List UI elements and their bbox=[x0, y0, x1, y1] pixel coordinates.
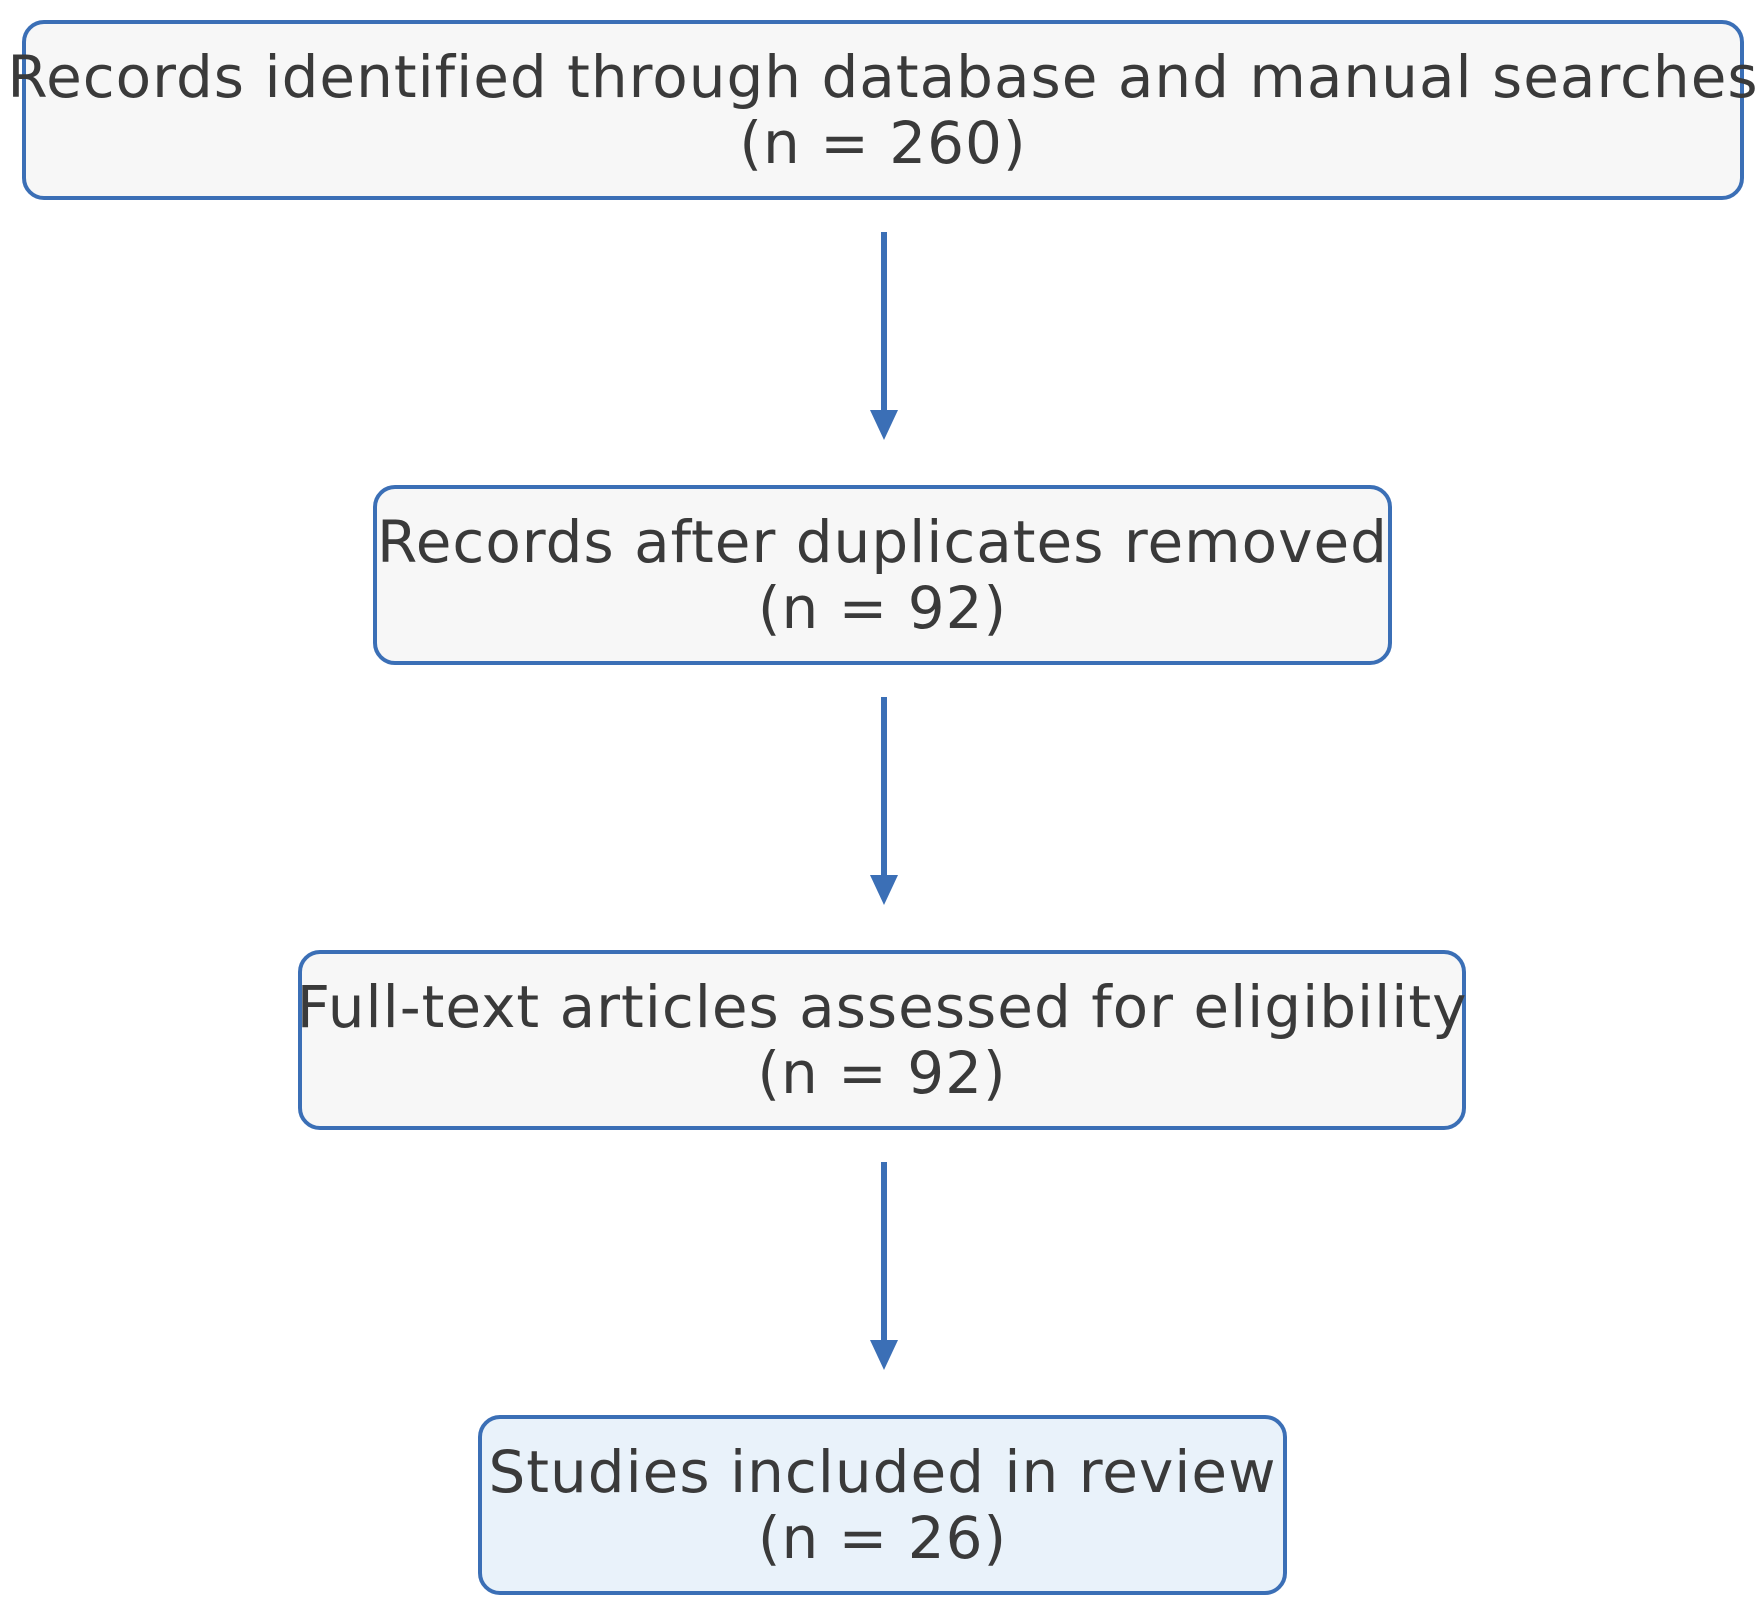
down-arrow-icon bbox=[870, 1162, 898, 1370]
down-arrow-icon bbox=[870, 697, 898, 905]
step-deduplicated-count: (n = 92) bbox=[757, 574, 1008, 642]
step-included-label: Studies included in review bbox=[488, 1438, 1277, 1506]
step-identified-box: Records identified through database and … bbox=[7, 20, 1758, 200]
down-arrow-icon bbox=[870, 232, 898, 440]
step-identified-label: Records identified through database and … bbox=[7, 43, 1759, 111]
step-included-count: (n = 26) bbox=[757, 1504, 1008, 1572]
step-deduplicated-label: Records after duplicates removed bbox=[377, 508, 1388, 576]
step-eligibility-count: (n = 92) bbox=[757, 1039, 1007, 1107]
step-included-box: Studies included in review (n = 26) bbox=[478, 1415, 1287, 1595]
step-deduplicated-box: Records after duplicates removed (n = 92… bbox=[373, 485, 1392, 665]
step-eligibility-box: Full-text articles assessed for eligibil… bbox=[296, 950, 1468, 1130]
step-identified-count: (n = 260) bbox=[739, 109, 1027, 177]
step-eligibility-label: Full-text articles assessed for eligibil… bbox=[296, 973, 1468, 1041]
